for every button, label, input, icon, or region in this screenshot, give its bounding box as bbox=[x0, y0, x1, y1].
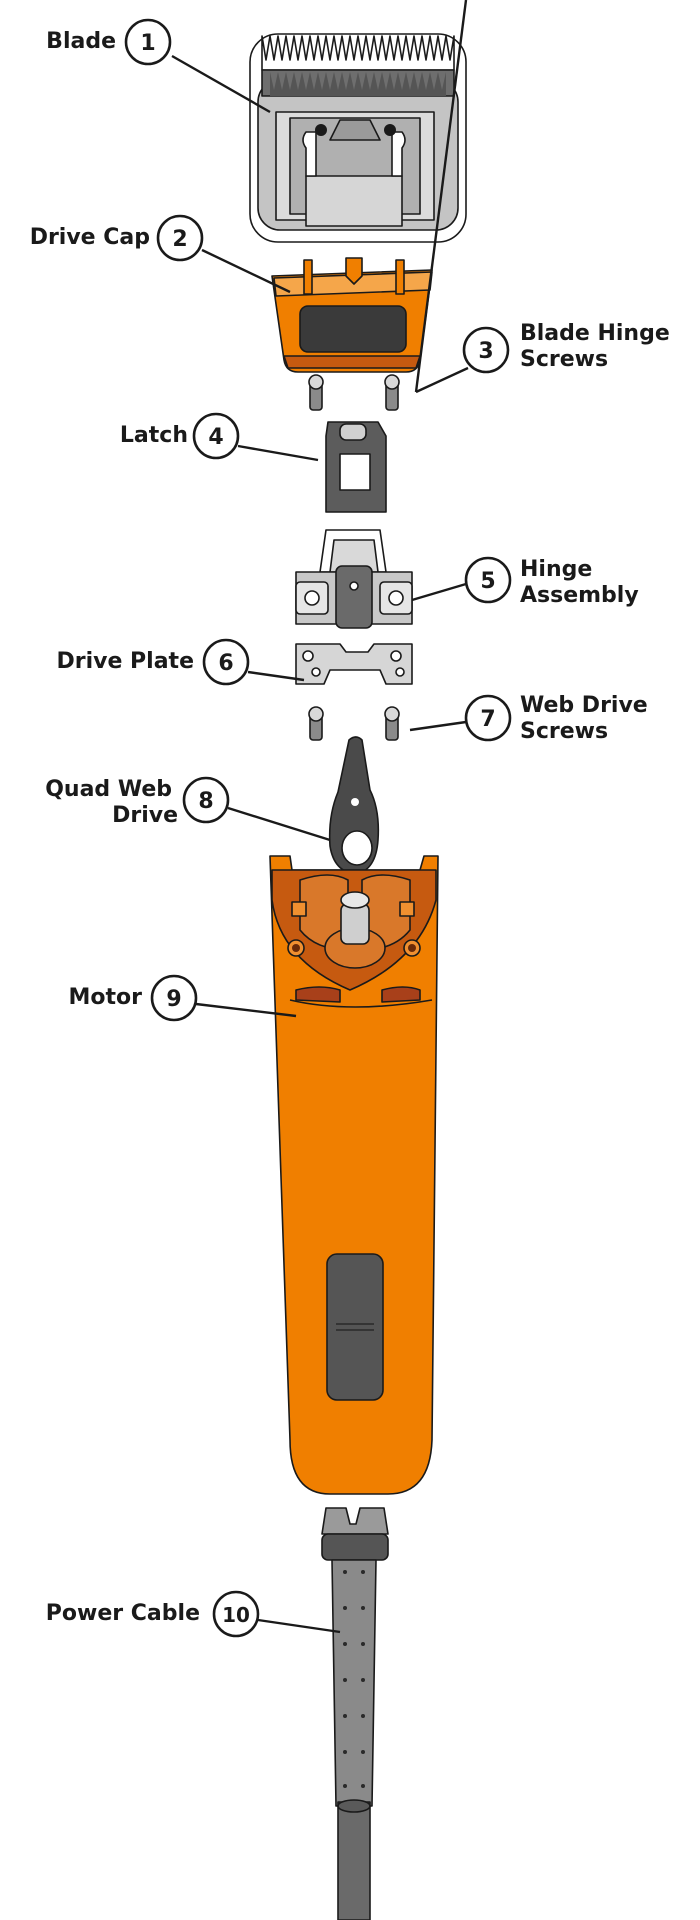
callout-label-line2: Drive bbox=[112, 803, 178, 828]
latch-part bbox=[325, 421, 387, 513]
callout-label-line2: Screws bbox=[520, 719, 608, 744]
callout-label: Power Cable bbox=[46, 1601, 200, 1626]
callout-label: Blade bbox=[46, 29, 116, 54]
blade-part bbox=[249, 33, 467, 243]
power-cable-part bbox=[321, 1507, 389, 1920]
hinge-assembly-part bbox=[295, 529, 413, 629]
callout-web-drive-screws: 7 Web Drive Screws bbox=[409, 693, 648, 744]
callout-number: 10 bbox=[222, 1603, 250, 1627]
callout-label: Drive Cap bbox=[30, 225, 150, 250]
callout-number: 4 bbox=[208, 425, 223, 450]
callout-number: 5 bbox=[480, 569, 495, 594]
callout-latch: 4 Latch bbox=[120, 412, 319, 462]
callout-blade-hinge-screws: 3 Blade Hinge Screws bbox=[414, 0, 670, 394]
callout-label: Quad Web bbox=[45, 777, 172, 802]
callout-label: Web Drive bbox=[520, 693, 648, 718]
callout-hinge-assembly: 5 Hinge Assembly bbox=[411, 556, 639, 608]
callout-label-line2: Screws bbox=[520, 347, 608, 372]
callout-label: Hinge bbox=[520, 557, 592, 582]
callout-power-cable: 10 Power Cable bbox=[46, 1590, 341, 1638]
callout-label: Latch bbox=[120, 423, 188, 448]
blade-hinge-screws-part bbox=[308, 374, 400, 411]
callout-drive-cap: 2 Drive Cap bbox=[30, 214, 291, 294]
callout-number: 8 bbox=[198, 789, 213, 814]
web-drive-screws-part bbox=[308, 706, 400, 741]
callout-number: 2 bbox=[172, 227, 187, 252]
callout-label: Blade Hinge bbox=[520, 321, 670, 346]
callout-number: 6 bbox=[218, 651, 233, 676]
drive-plate-part bbox=[295, 643, 413, 685]
drive-cap-part bbox=[271, 257, 433, 373]
callout-number: 7 bbox=[480, 707, 495, 732]
motor-part bbox=[269, 855, 439, 1495]
callout-blade: 1 Blade bbox=[46, 18, 271, 114]
callout-label: Drive Plate bbox=[56, 649, 194, 674]
callout-drive-plate: 6 Drive Plate bbox=[56, 638, 305, 686]
quad-web-drive-part bbox=[328, 736, 380, 875]
callout-motor: 9 Motor bbox=[69, 974, 297, 1022]
callout-label: Motor bbox=[69, 985, 143, 1010]
callout-label-line2: Assembly bbox=[520, 583, 639, 608]
callout-number: 1 bbox=[140, 31, 155, 56]
callout-number: 3 bbox=[478, 339, 493, 364]
callout-number: 9 bbox=[166, 987, 181, 1012]
callout-quad-web-drive: 8 Quad Web Drive bbox=[45, 776, 331, 842]
